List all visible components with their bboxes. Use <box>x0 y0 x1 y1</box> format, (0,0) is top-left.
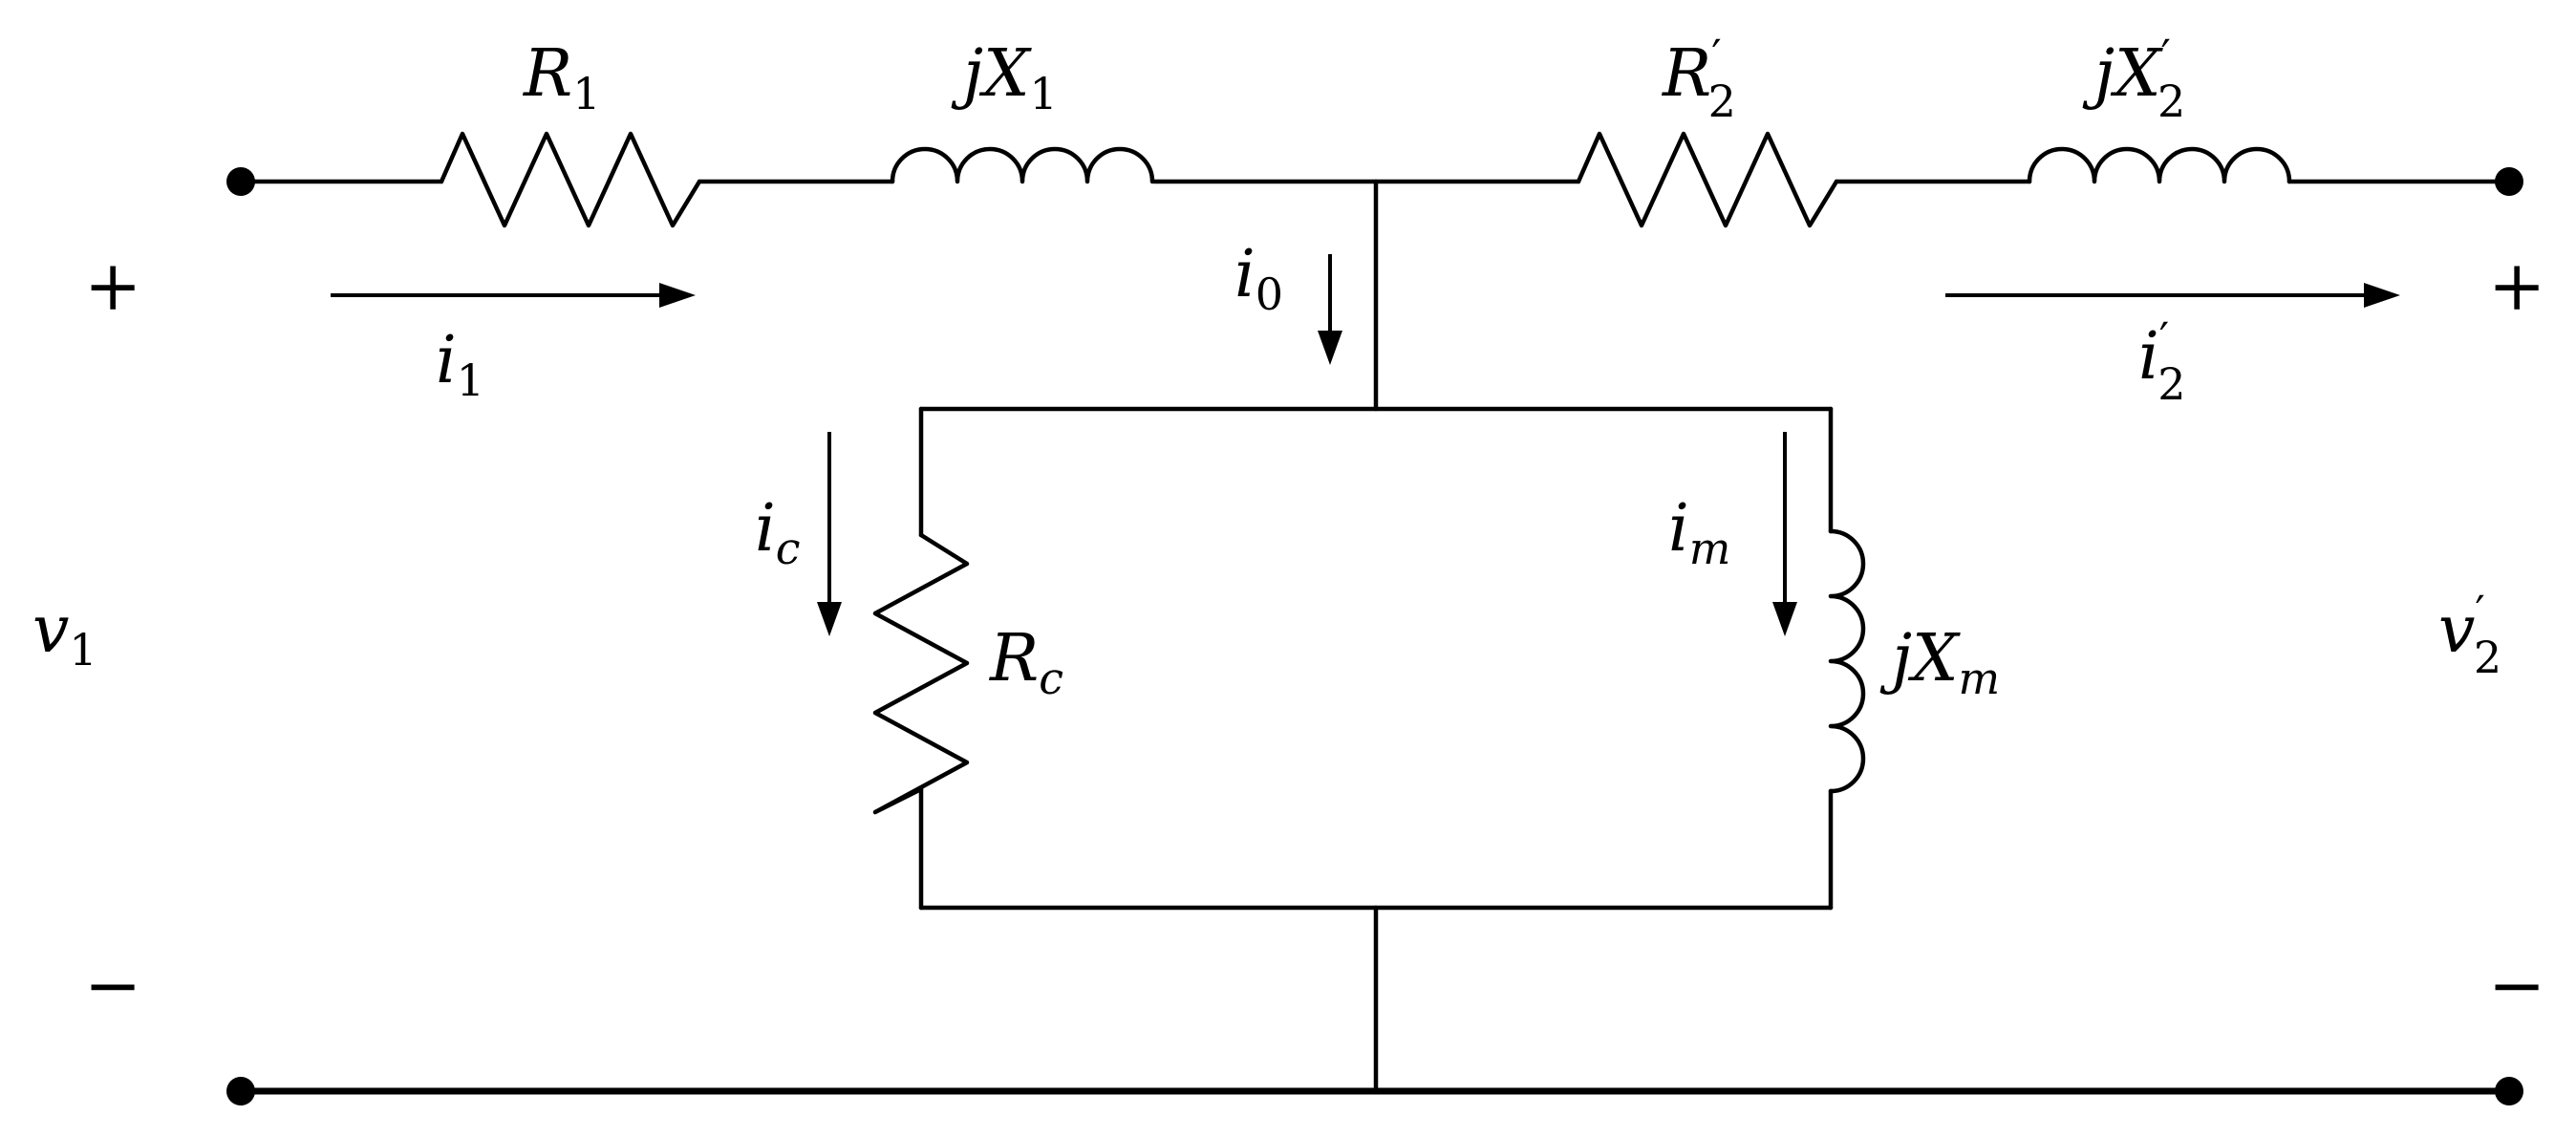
label-x1: jX1 <box>951 36 1058 119</box>
shunt-branch <box>872 179 1866 1094</box>
resistor-rc <box>872 532 970 815</box>
label-x2-prime: jX′2 <box>2082 30 2185 127</box>
label-v2-prime: v′2 <box>2438 586 2501 683</box>
resistor-r2-prime <box>1576 131 1839 228</box>
label-r2-prime: R′2 <box>1661 30 1736 127</box>
label-ic: ic <box>755 491 801 574</box>
label-i1: i1 <box>436 323 484 406</box>
polarity-right-minus: − <box>2488 945 2545 1025</box>
label-i2-prime: i′2 <box>2138 312 2185 410</box>
label-r1: R1 <box>522 36 600 119</box>
inductor-x1 <box>890 146 1155 184</box>
label-v1: v1 <box>32 592 97 676</box>
polarity-right-plus: + <box>2488 246 2545 326</box>
label-im: im <box>1668 491 1730 574</box>
polarity-left-plus: + <box>84 246 141 326</box>
terminal-top-left <box>226 167 255 196</box>
resistor-r1 <box>439 131 702 228</box>
inductor-x2-prime <box>2027 146 2292 184</box>
inductor-xm <box>1828 528 1866 794</box>
polarity-left-minus: − <box>84 945 141 1025</box>
label-xm: jXm <box>1879 621 2000 704</box>
arrow-i1 <box>331 283 696 308</box>
label-rc: Rc <box>988 621 1063 704</box>
label-i0: i0 <box>1234 237 1283 320</box>
terminal-top-right <box>2495 167 2523 196</box>
arrow-i0 <box>1318 254 1342 365</box>
arrow-ic <box>817 432 842 636</box>
arrow-im <box>1772 432 1797 636</box>
arrow-i2-prime <box>1945 283 2400 308</box>
